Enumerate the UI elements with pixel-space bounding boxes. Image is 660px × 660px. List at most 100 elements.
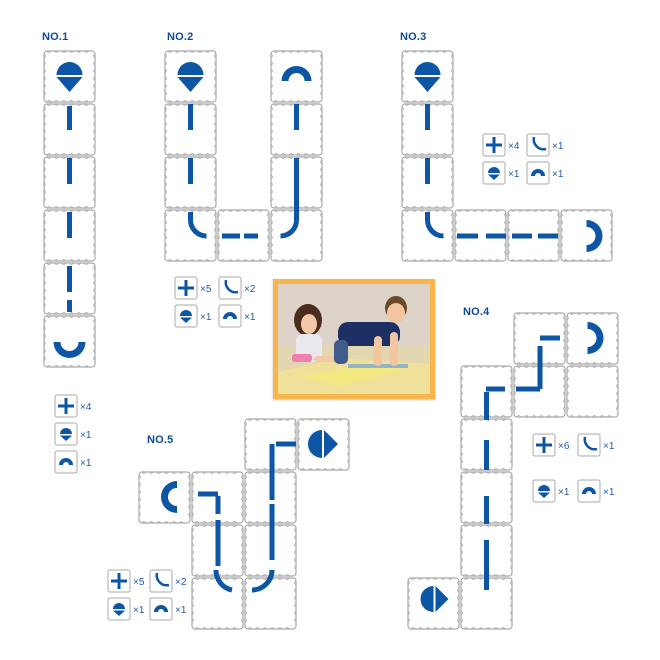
end-marker	[53, 342, 86, 358]
track-curve	[280, 219, 299, 239]
end-marker	[586, 220, 603, 252]
track-segment	[67, 158, 72, 184]
mat-tile	[43, 50, 96, 103]
curve-tile-icon	[149, 569, 173, 593]
start-tile-icon	[54, 422, 78, 446]
track-segment	[484, 540, 489, 590]
mat-tile	[401, 209, 454, 262]
arrow-down-icon	[56, 77, 83, 92]
mat-tile	[244, 577, 297, 630]
start-marker	[420, 586, 434, 612]
piece-count: ×1	[200, 312, 212, 323]
arrow-down-icon	[414, 77, 441, 92]
mat-tile	[566, 312, 619, 365]
piece-count: ×1	[175, 605, 187, 616]
start-tile-icon	[107, 597, 131, 621]
piece-count: ×1	[133, 605, 145, 616]
piece-count: ×5	[133, 577, 145, 588]
track-segment	[198, 491, 218, 497]
piece-count: ×2	[244, 284, 256, 295]
track-segment	[269, 504, 275, 560]
mat-tile	[566, 365, 619, 418]
end-tile-icon	[218, 304, 242, 328]
start-marker	[414, 62, 441, 75]
piece-count: ×1	[603, 441, 615, 452]
start-marker	[56, 62, 83, 75]
mat-tile	[401, 50, 454, 103]
track-segment	[215, 520, 221, 566]
track-segment	[484, 440, 489, 470]
curve-tile-icon	[526, 133, 550, 157]
track-segment	[538, 233, 558, 239]
track-segment	[188, 158, 193, 184]
piece-count: ×5	[200, 284, 212, 295]
track-segment	[512, 233, 532, 239]
track-curve	[213, 569, 233, 593]
track-segment	[486, 233, 506, 239]
photo-scene	[278, 284, 430, 394]
start-tile-icon	[482, 161, 506, 185]
track-segment	[244, 233, 258, 239]
end-tile-icon	[149, 597, 173, 621]
mat-tile	[454, 209, 507, 262]
track-segment	[484, 496, 489, 524]
track-segment	[222, 233, 240, 239]
track-segment	[67, 106, 72, 130]
track-curve	[188, 219, 207, 239]
piece-count: ×4	[80, 402, 92, 413]
piece-count: ×1	[80, 430, 92, 441]
layout-label-no1: NO.1	[42, 31, 69, 43]
start-tile-icon	[532, 479, 556, 503]
track-segment	[276, 441, 296, 447]
end-marker	[587, 322, 604, 354]
piece-count: ×1	[80, 458, 92, 469]
start-marker	[308, 430, 322, 458]
piece-count: ×1	[552, 141, 564, 152]
arrow-right-icon	[435, 586, 449, 612]
arrow-down-icon	[177, 77, 204, 92]
track-segment	[486, 386, 505, 392]
track-segment	[484, 392, 489, 420]
end-marker	[281, 66, 312, 81]
piece-count: ×1	[558, 487, 570, 498]
track-segment	[188, 212, 193, 220]
piece-count: ×1	[603, 487, 615, 498]
track-segment	[540, 335, 560, 341]
mat-tile	[164, 209, 217, 262]
piece-count: ×1	[244, 312, 256, 323]
track-segment	[67, 266, 72, 292]
track-segment	[188, 104, 193, 130]
piece-count: ×4	[508, 141, 520, 152]
mat-tile	[560, 209, 613, 262]
track-segment	[457, 233, 478, 239]
track-segment	[215, 496, 221, 514]
mat-tile	[191, 577, 244, 630]
layout-label-no2: NO.2	[167, 31, 194, 43]
track-segment	[425, 212, 430, 220]
piece-count: ×1	[552, 169, 564, 180]
track-segment	[516, 386, 540, 392]
cross-tile-icon	[174, 276, 198, 300]
track-segment	[425, 104, 430, 130]
mat-tile	[270, 50, 323, 103]
start-marker	[177, 62, 204, 75]
piece-count: ×1	[508, 169, 520, 180]
layout-label-no4: NO.4	[463, 306, 490, 318]
track-segment	[67, 300, 72, 312]
layout-label-no5: NO.5	[147, 434, 174, 446]
end-tile-icon	[526, 161, 550, 185]
track-curve	[251, 569, 275, 593]
cross-tile-icon	[482, 133, 506, 157]
cross-tile-icon	[107, 569, 131, 593]
track-segment	[294, 104, 299, 130]
mat-tile	[217, 209, 270, 262]
mat-tile	[507, 209, 560, 262]
track-segment	[269, 444, 275, 500]
mat-tile	[297, 418, 350, 471]
end-tile-icon	[577, 479, 601, 503]
track-curve	[425, 219, 444, 239]
piece-count: ×6	[558, 441, 570, 452]
end-marker	[161, 481, 177, 513]
